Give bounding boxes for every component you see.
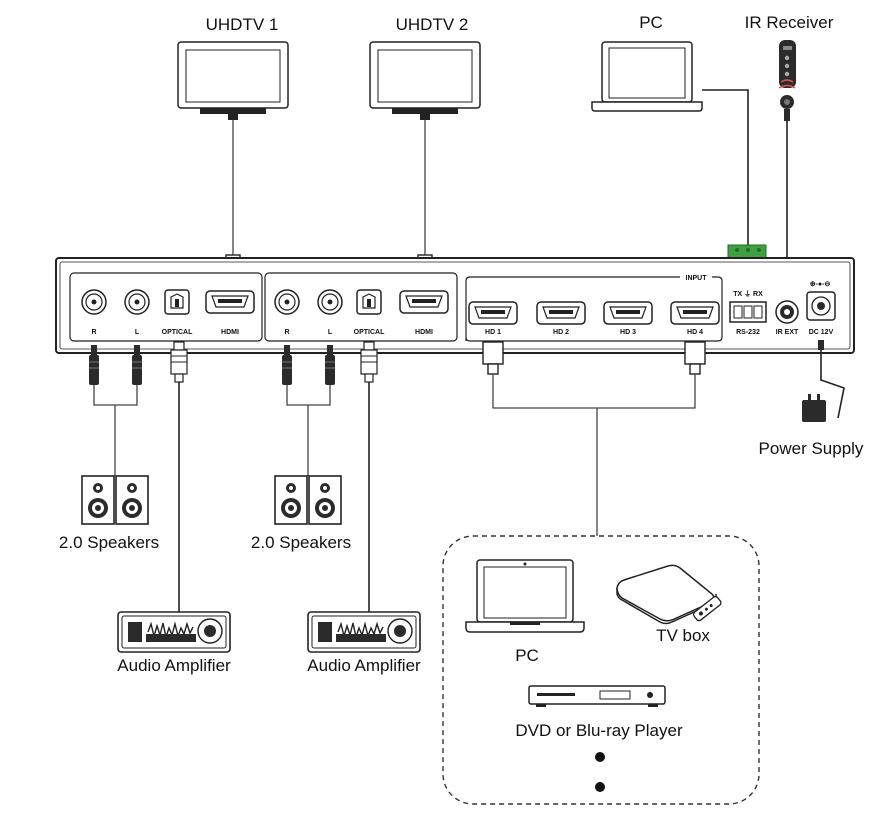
out2-hdmi-label: HDMI [415, 329, 433, 336]
rca-plug-r2-icon [282, 345, 292, 385]
input-hdmi-cable [492, 374, 696, 409]
pc-top-label: PC [639, 13, 663, 32]
uhdtv2-label: UHDTV 2 [396, 15, 469, 34]
input-hd3-label: HD 3 [620, 329, 636, 336]
speakers-2-icon [274, 475, 342, 525]
out1-hdmi-label: HDMI [221, 329, 239, 336]
out2-r-label: R [284, 329, 289, 336]
rs232-cable-pc [702, 89, 749, 245]
rca-plug-l2-icon [325, 345, 335, 385]
optical-port-2-icon [356, 289, 382, 315]
pc-source-label: PC [515, 646, 539, 665]
amp1-label: Audio Amplifier [117, 656, 231, 675]
txrx-label: TX ⏚ RX [733, 290, 763, 298]
ir-receiver-eye-icon [780, 95, 794, 121]
input-hd1-label: HD 1 [485, 329, 501, 336]
power-cable [820, 350, 845, 419]
power-adapter-icon [802, 394, 826, 422]
speaker1-cable-split [93, 385, 138, 406]
out1-optical-label: OPTICAL [162, 329, 193, 336]
optical-port-1-icon [164, 289, 190, 315]
source-devices-group [442, 535, 760, 805]
hdmi-in-port-3-icon [603, 301, 653, 325]
rca-l-jack-1-icon [124, 289, 150, 315]
rs232-label: RS-232 [736, 329, 760, 336]
tv-box-icon [616, 564, 722, 625]
speakers1-label: 2.0 Speakers [59, 533, 159, 552]
speaker2-cable-split [286, 385, 331, 406]
uhdtv2-monitor-icon [369, 41, 481, 120]
dc-plug-icon [818, 340, 824, 350]
uhdtv1-label: UHDTV 1 [206, 15, 279, 34]
ir-remote-icon [778, 40, 796, 89]
input-hd4-label: HD 4 [687, 329, 703, 336]
rca-r-jack-1-icon [81, 289, 107, 315]
input-group [465, 276, 723, 342]
rca-plug-r1-icon [89, 345, 99, 385]
pc-source-laptop-icon [465, 559, 585, 633]
input-hd2-label: HD 2 [553, 329, 569, 336]
rca-l-jack-2-icon [317, 289, 343, 315]
out2-optical-label: OPTICAL [354, 329, 385, 336]
rca-plug-l1-icon [132, 345, 142, 385]
optical-plug-1-icon [170, 341, 188, 383]
matrix-switcher-device [55, 257, 855, 354]
ir-ext-label: IR EXT [776, 329, 799, 336]
out1-l-label: L [135, 329, 140, 336]
output-group-2 [264, 272, 458, 342]
hdmi-in-port-1-icon [468, 301, 518, 325]
speakers2-label: 2.0 Speakers [251, 533, 351, 552]
dvd-player-icon [528, 685, 666, 707]
more-dot-1 [595, 752, 605, 762]
ir-receiver-label: IR Receiver [745, 13, 834, 32]
power-supply-label: Power Supply [759, 439, 864, 458]
input-title: INPUT [686, 275, 708, 282]
audio-amplifier-2-icon [307, 611, 421, 653]
amp2-label: Audio Amplifier [307, 656, 421, 675]
dc-12v-label: DC 12V [809, 329, 834, 336]
hdmi-in-port-4-icon [670, 301, 720, 325]
hdmi-in-port-2-icon [536, 301, 586, 325]
output-group-1 [69, 272, 263, 342]
tv-box-label: TV box [656, 626, 710, 645]
dvd-label: DVD or Blu-ray Player [515, 721, 683, 740]
hdmi-plug-hd1-icon [482, 341, 504, 375]
hdmi-out-port-1-icon [205, 290, 255, 314]
ir-ext-jack-icon [775, 300, 799, 324]
more-dot-2 [595, 782, 605, 792]
rca-r-jack-2-icon [274, 289, 300, 315]
hdmi-out-port-2-icon [399, 290, 449, 314]
hdmi-plug-hd4-icon [684, 341, 706, 375]
out2-l-label: L [328, 329, 333, 336]
audio-amplifier-1-icon [117, 611, 231, 653]
uhdtv1-monitor-icon [177, 41, 289, 120]
rs232-port-icon [729, 301, 767, 323]
speakers-1-icon [81, 475, 149, 525]
dc-polarity-label: ⊕-●-⊖ [810, 281, 831, 288]
dc-power-jack-icon [806, 291, 836, 321]
pc-laptop-icon [591, 41, 703, 112]
out1-r-label: R [91, 329, 96, 336]
